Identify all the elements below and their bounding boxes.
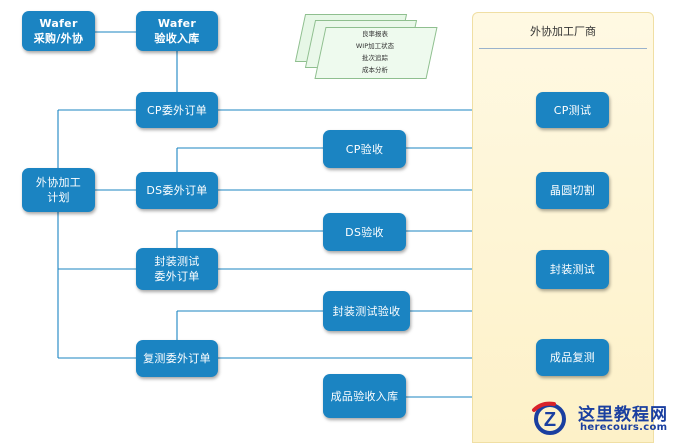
- wafer-dicing-node[interactable]: 晶圆切割: [536, 172, 609, 209]
- watermark-site-name: 这里教程网: [578, 405, 668, 425]
- vendor-panel: 外协加工厂商: [472, 12, 654, 443]
- vendor-panel-title: 外协加工厂商: [530, 25, 596, 38]
- logo-letter: Z: [544, 409, 556, 431]
- retest-order-node[interactable]: 复测委外订单: [136, 340, 218, 377]
- product-receive-node[interactable]: 成品验收入库: [323, 374, 406, 418]
- wafer-receive-node[interactable]: Wafer 验收入库: [136, 11, 218, 51]
- pkg-order-node[interactable]: 封装测试 委外订单: [136, 248, 218, 290]
- report-item: 批次追踪: [362, 54, 388, 62]
- watermark-logo: Z 这里教程网 herecours.com: [528, 398, 676, 441]
- report-list: 良率报表 WIP加工状态 批次追踪 成本分析: [320, 28, 430, 76]
- report-item: 成本分析: [362, 66, 388, 74]
- pkg-test-node[interactable]: 封装测试: [536, 250, 609, 289]
- report-item: WIP加工状态: [355, 42, 395, 50]
- wafer-purchase-node[interactable]: Wafer 采购/外协: [22, 11, 95, 51]
- cp-order-node[interactable]: CP委外订单: [136, 92, 218, 128]
- cp-accept-node[interactable]: CP验收: [323, 130, 406, 168]
- ds-accept-node[interactable]: DS验收: [323, 213, 406, 251]
- report-item: 良率报表: [362, 30, 388, 38]
- outsource-plan-node[interactable]: 外协加工 计划: [22, 168, 95, 212]
- ds-order-node[interactable]: DS委外订单: [136, 172, 218, 209]
- vendor-panel-divider: [479, 48, 647, 49]
- cp-test-node[interactable]: CP测试: [536, 92, 609, 128]
- z-logo-icon: Z: [532, 401, 566, 435]
- pkg-accept-node[interactable]: 封装测试验收: [323, 291, 410, 331]
- product-retest-node[interactable]: 成品复测: [536, 339, 609, 376]
- watermark-site-url: herecours.com: [580, 422, 668, 433]
